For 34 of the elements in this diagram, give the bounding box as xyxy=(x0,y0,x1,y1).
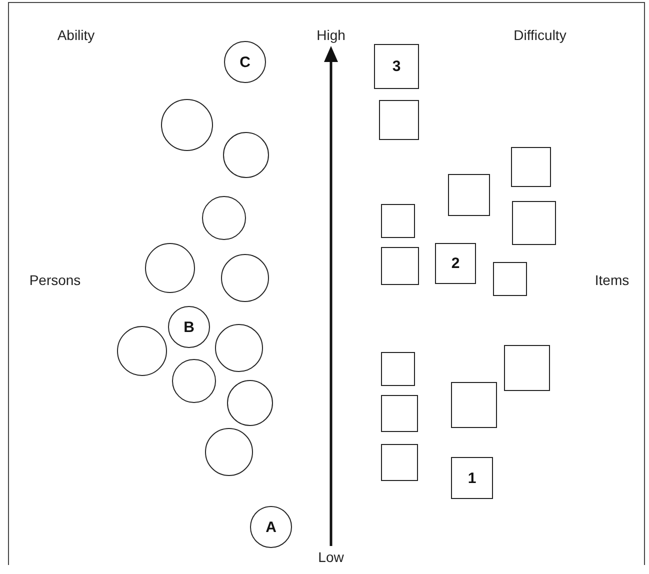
empty-circle xyxy=(227,380,273,426)
empty-square xyxy=(504,345,550,391)
item-square: 2 xyxy=(435,243,476,284)
empty-square xyxy=(381,444,418,481)
empty-circle xyxy=(205,428,253,476)
empty-square xyxy=(512,201,556,245)
axis-label: Low xyxy=(318,549,344,565)
axis-label: Persons xyxy=(29,272,81,288)
empty-circle xyxy=(221,254,269,302)
empty-square xyxy=(381,204,415,238)
empty-circle xyxy=(145,243,195,293)
empty-square xyxy=(448,174,490,216)
empty-circle xyxy=(223,132,269,178)
empty-square xyxy=(381,247,419,285)
axis-label: Ability xyxy=(57,27,95,43)
empty-square xyxy=(451,382,497,428)
axis-label: High xyxy=(316,27,346,43)
item-square: 3 xyxy=(374,44,419,89)
empty-square xyxy=(511,147,551,187)
empty-circle xyxy=(172,359,216,403)
person-circle: B xyxy=(168,306,210,348)
empty-circle xyxy=(215,324,263,372)
person-circle: C xyxy=(224,41,266,83)
empty-square xyxy=(381,352,415,386)
empty-circle xyxy=(117,326,167,376)
empty-circle xyxy=(202,196,246,240)
empty-circle xyxy=(161,99,213,151)
person-circle: A xyxy=(250,506,292,548)
axis-label: Difficulty xyxy=(514,27,566,43)
item-square: 1 xyxy=(451,457,493,499)
empty-square xyxy=(381,395,418,432)
empty-square xyxy=(493,262,527,296)
empty-square xyxy=(379,100,419,140)
axis-label: Items xyxy=(594,272,630,288)
